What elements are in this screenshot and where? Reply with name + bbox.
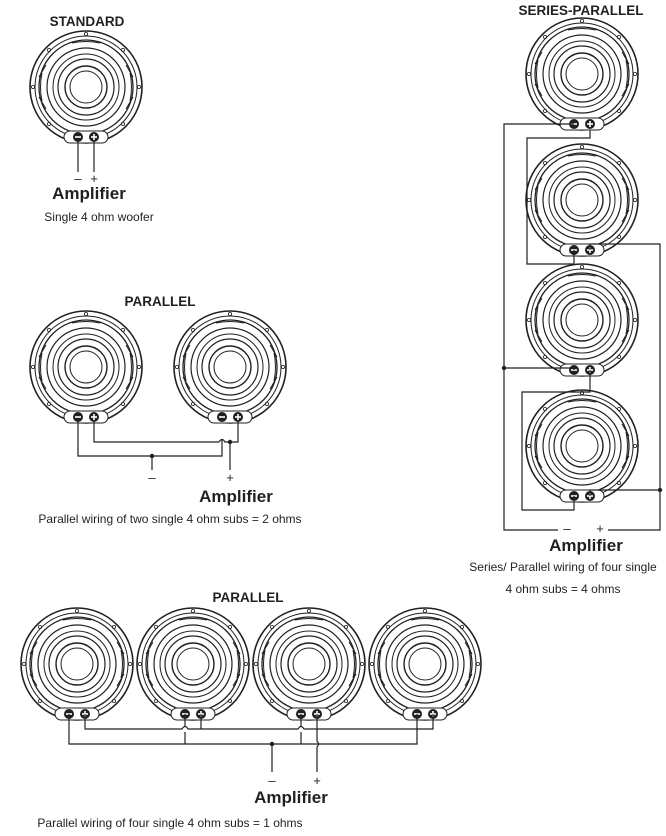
series-parallel-caption-line1: Series/ Parallel wiring of four single — [469, 560, 657, 574]
series-parallel-plus-label: + — [596, 521, 604, 536]
parallel-four-diagram: PARALLEL – + Amplifier Parallel wiring o… — [20, 590, 482, 830]
series-parallel-positive-tap — [589, 489, 660, 496]
parallel-two-title: PARALLEL — [125, 294, 196, 309]
subwoofer-icon — [525, 389, 639, 503]
parallel-two-negative-bus — [77, 422, 223, 457]
parallel-four-plus-label: + — [313, 773, 321, 788]
subwoofer-icon — [29, 30, 143, 144]
parallel-two-plus-label: + — [226, 470, 234, 485]
parallel-four-minus-label: – — [268, 773, 276, 788]
parallel-two-minus-label: – — [148, 470, 156, 485]
standard-plus-label: + — [90, 171, 98, 186]
parallel-four-amplifier-label: Amplifier — [254, 788, 328, 807]
subwoofer-icon — [20, 607, 134, 721]
series-parallel-negative-bus — [503, 123, 574, 531]
subwoofer-icon — [525, 17, 639, 131]
series-parallel-positive-bus — [589, 243, 661, 531]
subwoofer-icon — [525, 263, 639, 377]
parallel-four-title: PARALLEL — [213, 590, 284, 605]
parallel-two-positive-bus — [93, 422, 239, 443]
parallel-four-caption: Parallel wiring of four single 4 ohm sub… — [37, 816, 302, 830]
standard-amplifier-label: Amplifier — [52, 184, 126, 203]
subwoofer-icon — [136, 607, 250, 721]
standard-caption: Single 4 ohm woofer — [44, 210, 153, 224]
series-parallel-diagram: SERIES-PARALLEL – + Amplifier Series/ Pa… — [469, 3, 663, 596]
standard-title: STANDARD — [50, 14, 125, 29]
parallel-two-diagram: PARALLEL – + Amplifier Parallel wiring o… — [29, 294, 302, 526]
parallel-four-positive-bus — [84, 714, 434, 730]
series-parallel-caption-line2: 4 ohm subs = 4 ohms — [505, 582, 620, 596]
series-parallel-negative-tap — [504, 367, 575, 370]
standard-minus-label: – — [74, 171, 82, 186]
parallel-two-caption: Parallel wiring of two single 4 ohm subs… — [38, 512, 301, 526]
series-parallel-amplifier-label: Amplifier — [549, 536, 623, 555]
series-parallel-title: SERIES-PARALLEL — [518, 3, 643, 18]
subwoofer-icon — [368, 607, 482, 721]
standard-diagram: STANDARD – + Amplifier Single 4 ohm woof… — [29, 14, 154, 224]
parallel-four-lead-positive — [316, 729, 320, 772]
subwoofer-icon — [252, 607, 366, 721]
subwoofer-icon — [29, 310, 143, 424]
series-parallel-minus-label: – — [563, 521, 571, 536]
series-link-top — [526, 130, 591, 265]
parallel-two-amplifier-label: Amplifier — [199, 487, 273, 506]
series-link-bottom — [521, 370, 591, 511]
subwoofer-icon — [525, 143, 639, 257]
subwoofer-icon — [173, 310, 287, 424]
